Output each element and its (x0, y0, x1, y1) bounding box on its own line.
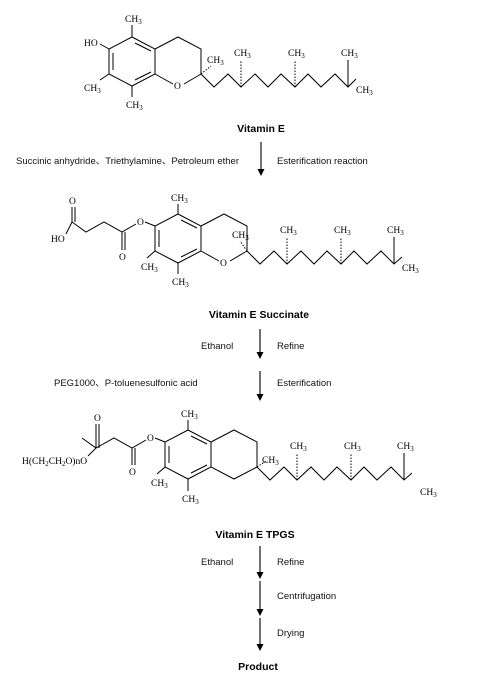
succinate-benzene-ring (154, 213, 202, 264)
succinate-carbonyl-oxygen-bottom: O (119, 253, 126, 263)
tpgs-phytyl-chain (256, 466, 413, 481)
succinate-terminal-methyl-2: CH3 (402, 264, 419, 275)
vitamin-e-ring-oxygen: O (174, 82, 181, 92)
succinate-linker-chain (71, 221, 137, 233)
succinate-acid-hydroxyl: HO (51, 235, 65, 245)
tpgs-methyl-quaternary: CH3 (262, 456, 279, 467)
succinate-chain-methyl-1: CH3 (280, 226, 297, 237)
tpgs-chain-methyl-1: CH3 (290, 442, 307, 453)
succinate-pyran-ring (200, 213, 248, 251)
tpgs-methyl-bond (156, 466, 166, 475)
vitamin-e-title: Vitamin E (237, 123, 285, 135)
step-4-operation: Refine (277, 557, 304, 568)
vitamin-e-tpgs-title: Vitamin E TPGS (215, 529, 294, 541)
succinate-ester-oxygen: O (137, 218, 144, 228)
tpgs-peg-bond (87, 447, 97, 457)
step-3-reagents: PEG1000、P-toluenesulfonic acid (54, 378, 198, 389)
tpgs-terminal-methyl-1: CH3 (397, 442, 414, 453)
vitamin-e-methyl-bottom: CH3 (126, 101, 143, 112)
succinate-methyl-top: CH3 (171, 194, 188, 205)
vitamin-e-benzene-ring (108, 36, 156, 87)
vitamin-e-hydroxyl: HO (84, 39, 98, 49)
vitamin-e-pyran-bond (183, 73, 202, 85)
tpgs-benzene-ring (164, 429, 212, 480)
vitamin-e-hydroxyl-bond (99, 43, 110, 50)
vitamin-e-aromatic-bond (134, 42, 152, 52)
tpgs-quaternary-methyl-bond (256, 460, 267, 468)
product-label: Product (238, 661, 278, 673)
tpgs-chain-methyl-2: CH3 (344, 442, 361, 453)
step-1-arrowhead (257, 169, 265, 176)
vitamin-e-pyran-bond (154, 73, 174, 85)
vitamin-e-chain-methyl-2: CH3 (288, 49, 305, 60)
step-1-reagents: Succinic anhydride、Triethylamine、Petrole… (16, 156, 239, 167)
step-4-arrowhead (256, 572, 264, 579)
vitamin-e-methyl-left: CH3 (84, 84, 101, 95)
tpgs-peg-chain: H(CH2CH2O)nO (22, 456, 87, 468)
tpgs-methyl-top: CH3 (181, 410, 198, 421)
step-6-arrowhead (256, 644, 264, 651)
succinate-hydroxyl-bond (65, 221, 73, 235)
succinate-acid-oxygen-top: O (69, 197, 76, 207)
tpgs-carbonyl-oxygen-top: O (94, 414, 101, 424)
step-3-condition: Esterification (277, 378, 331, 389)
vitamin-e-terminal-methyl-1: CH3 (341, 49, 358, 60)
tpgs-aromatic-bond (190, 435, 208, 445)
step-5-operation: Centrifugation (277, 591, 336, 602)
vitamin-e-aromatic-bond (134, 71, 152, 81)
tpgs-terminal-methyl-2: CH3 (420, 488, 437, 499)
step-2-solvent: Ethanol (201, 341, 233, 352)
succinate-aromatic-bond (180, 248, 198, 258)
vitamin-e-tpgs-structure: O O O H(CH2CH2O)nO CH3 CH3 CH3 CH3 CH3 C… (22, 410, 437, 506)
vitamin-e-methyl-top: CH3 (125, 15, 142, 26)
tpgs-methyl-bottom: CH3 (182, 495, 199, 506)
tpgs-ester-bond (154, 437, 166, 443)
step-3-arrowhead (256, 394, 264, 401)
vitamin-e-succinate-structure: O O O O HO CH3 CH3 CH3 CH3 CH3 CH3 CH3 C… (51, 194, 419, 289)
succinate-quaternary-methyl-bond (239, 240, 248, 252)
succinate-methyl-bottom: CH3 (172, 278, 189, 289)
succinate-methyl-left: CH3 (141, 263, 158, 274)
step-2-arrowhead (256, 352, 264, 359)
succinate-phytyl-chain (246, 250, 403, 265)
step-1-condition: Esterification reaction (277, 156, 368, 167)
tpgs-aromatic-bond (190, 464, 208, 474)
step-4-solvent: Ethanol (201, 557, 233, 568)
vitamin-e-terminal-methyl-2: CH3 (356, 86, 373, 97)
succinate-pyran-bond (200, 250, 220, 262)
succinate-methyl-bond (146, 250, 156, 259)
succinate-methyl-quaternary: CH3 (232, 231, 249, 242)
succinate-ring-oxygen: O (220, 259, 227, 269)
step-5-arrowhead (256, 609, 264, 616)
vitamin-e-methyl-quaternary: CH3 (207, 56, 224, 67)
succinate-chain-methyl-2: CH3 (334, 226, 351, 237)
succinate-ester-bond (144, 221, 156, 227)
vitamin-e-chain-methyl-1: CH3 (234, 49, 251, 60)
tpgs-saturated-ring (210, 429, 258, 480)
tpgs-carbonyl-oxygen-bottom: O (129, 468, 136, 478)
succinate-pyran-bond (229, 250, 248, 262)
vitamin-e-succinate-title: Vitamin E Succinate (209, 309, 309, 321)
step-2-operation: Refine (277, 341, 304, 352)
vitamin-e-methyl-bond (99, 73, 110, 81)
succinate-terminal-methyl-1: CH3 (387, 226, 404, 237)
vitamin-e-phytyl-chain (200, 73, 357, 88)
step-6-operation: Drying (277, 628, 304, 639)
vitamin-e-quaternary-methyl-bond (200, 65, 212, 75)
tpgs-ester-oxygen: O (147, 434, 154, 444)
tpgs-methyl-left: CH3 (151, 479, 168, 490)
vitamin-e-structure: O HO CH3 CH3 CH3 CH3 CH3 CH3 CH3 CH3 (84, 15, 373, 112)
succinate-aromatic-bond (180, 219, 198, 229)
vitamin-e-pyran-ring (154, 36, 202, 74)
tpgs-linker-chain (81, 437, 147, 449)
